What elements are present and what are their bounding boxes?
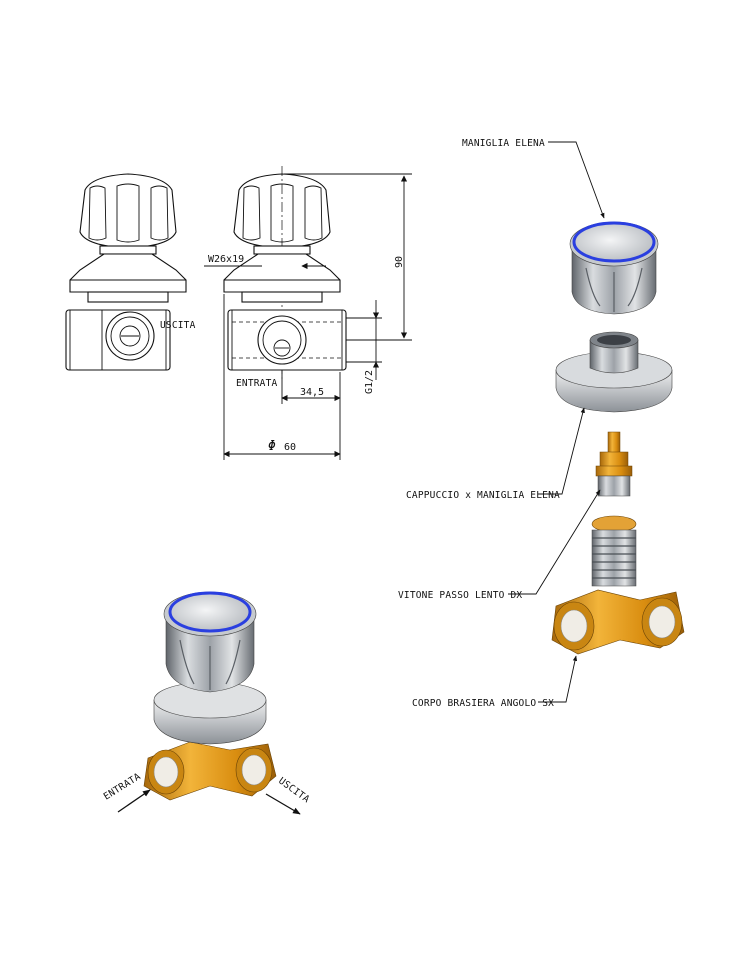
front-view: USCITA — [65, 173, 196, 371]
exploded-spindle — [591, 431, 637, 587]
side-inlet-label: ENTRATA — [236, 378, 278, 389]
dim-thread: W26x19 — [208, 254, 244, 265]
dim-diameter-symbol: Φ — [268, 439, 276, 454]
exploded-cap — [555, 331, 673, 413]
exploded-handle — [569, 221, 659, 315]
dim-offset: 34,5 — [300, 387, 324, 398]
exploded-view: MANIGLIA ELENA CAPPUCCIO x MANIGLIA ELEN… — [398, 138, 685, 709]
callout-spindle-label: VITONE PASSO LENTO DX — [398, 590, 522, 601]
dim-height: 90 — [394, 256, 405, 268]
callout-handle: MANIGLIA ELENA — [462, 138, 605, 219]
callout-cap: CAPPUCCIO x MANIGLIA ELENA — [406, 407, 585, 501]
side-view: W26x19 90 G1/2 34,5 Φ 60 ENTRATA — [204, 166, 412, 460]
exploded-body — [551, 589, 685, 655]
assembled-inlet-label: ENTRATA — [102, 771, 143, 802]
front-outlet-label: USCITA — [160, 320, 196, 331]
callout-body: CORPO BRASIERA ANGOLO SX — [412, 655, 578, 709]
callout-cap-label: CAPPUCCIO x MANIGLIA ELENA — [406, 490, 560, 501]
callout-body-label: CORPO BRASIERA ANGOLO SX — [412, 698, 554, 709]
dim-diameter: 60 — [284, 442, 296, 453]
assembled-view: ENTRATA USCITA — [102, 591, 312, 815]
assembled-outlet-label: USCITA — [276, 776, 311, 806]
dim-pipe: G1/2 — [364, 370, 375, 394]
callout-spindle: VITONE PASSO LENTO DX — [398, 489, 601, 601]
callout-handle-label: MANIGLIA ELENA — [462, 138, 545, 149]
